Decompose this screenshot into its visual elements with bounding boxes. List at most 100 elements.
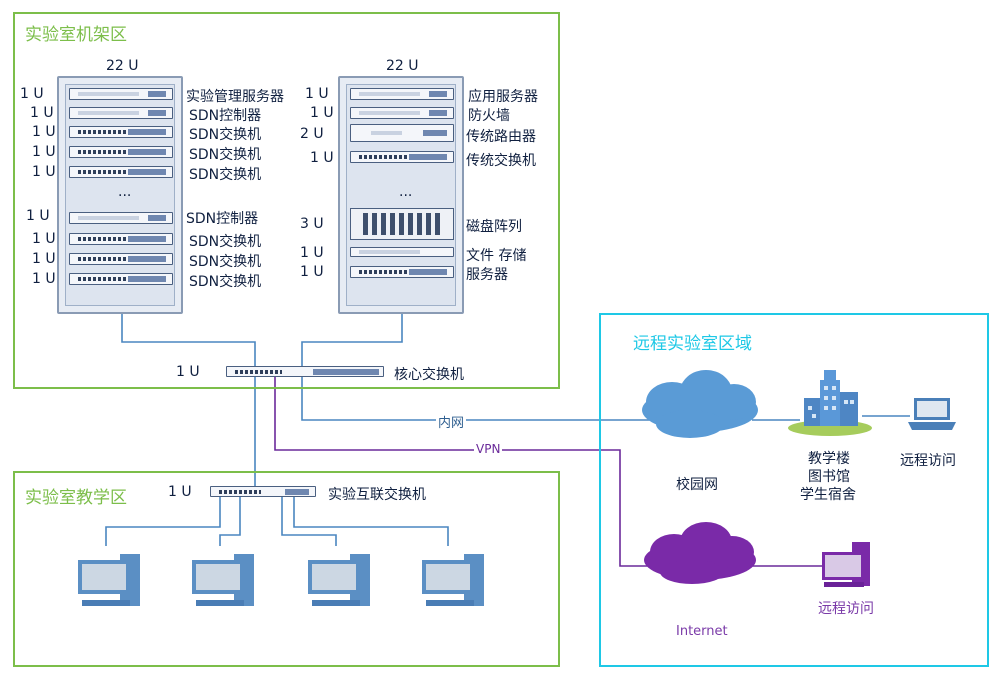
link-pc-2 <box>219 496 241 546</box>
rack-area-zone: 实验室机架区 <box>13 12 560 389</box>
link-left-rack-core <box>121 312 256 366</box>
link-vpn <box>274 376 660 567</box>
left-rack-capacity: 22 U <box>106 58 139 74</box>
pc-4-screen <box>426 564 470 590</box>
pc-2 <box>192 554 254 606</box>
left-label-5: SDN交换机 <box>189 167 262 183</box>
pc-1 <box>78 554 140 606</box>
right-device-4 <box>350 151 454 163</box>
pc-1-screen <box>82 564 126 590</box>
left-label-3: SDN交换机 <box>189 127 262 143</box>
pc-3-keyboard <box>312 600 360 606</box>
rack-area-title: 实验室机架区 <box>25 25 127 45</box>
pc-4-keyboard <box>426 600 474 606</box>
right-device-7 <box>350 266 454 278</box>
left-device-8 <box>69 253 173 265</box>
left-device-7 <box>69 233 173 245</box>
left-rack-ellipsis: ... <box>118 184 132 200</box>
right-u-2: 1 U <box>310 105 334 121</box>
left-u-6: 1 U <box>26 208 50 224</box>
campus-cloud-label: 校园网 <box>676 477 718 493</box>
right-u-4: 1 U <box>310 150 334 166</box>
right-label-5: 磁盘阵列 <box>466 219 522 235</box>
right-label-1: 应用服务器 <box>468 89 538 105</box>
right-device-1 <box>350 88 454 100</box>
left-u-7: 1 U <box>32 231 56 247</box>
core-switch-u: 1 U <box>176 364 200 380</box>
left-device-4 <box>69 146 173 158</box>
vpn-label: VPN <box>474 442 503 456</box>
right-rack-ellipsis: ... <box>399 184 413 200</box>
teaching-area-zone: 实验室教学区 <box>13 471 560 667</box>
left-label-7: SDN交换机 <box>189 234 262 250</box>
right-rack-capacity: 22 U <box>386 58 419 74</box>
link-intranet <box>301 376 660 421</box>
right-label-2: 防火墙 <box>468 108 510 124</box>
intranet-label: 内网 <box>436 412 467 431</box>
core-switch-label: 核心交换机 <box>394 367 464 383</box>
right-label-3: 传统路由器 <box>466 129 536 145</box>
laptop-icon <box>908 398 956 430</box>
pc-2-screen <box>196 564 240 590</box>
building-line-1: 教学楼 <box>808 451 850 467</box>
right-u-3: 2 U <box>300 126 324 142</box>
left-u-4: 1 U <box>32 144 56 160</box>
internet-cloud-label: Internet <box>676 624 728 639</box>
left-label-1: 实验管理服务器 <box>186 89 284 105</box>
left-device-1 <box>69 88 173 100</box>
right-device-disk-array <box>350 208 454 240</box>
left-u-8: 1 U <box>32 251 56 267</box>
left-u-9: 1 U <box>32 271 56 287</box>
right-u-6: 1 U <box>300 245 324 261</box>
left-label-9: SDN交换机 <box>189 274 262 290</box>
link-right-rack-core <box>301 312 403 366</box>
internet-cloud-icon <box>644 522 756 584</box>
left-u-5: 1 U <box>32 164 56 180</box>
right-u-5: 3 U <box>300 216 324 232</box>
right-u-7: 1 U <box>300 264 324 280</box>
building-line-2: 图书馆 <box>808 469 850 485</box>
right-device-3 <box>350 124 454 142</box>
pc-1-keyboard <box>82 600 130 606</box>
left-label-4: SDN交换机 <box>189 147 262 163</box>
left-device-9 <box>69 273 173 285</box>
right-label-7: 服务器 <box>466 267 508 283</box>
left-label-8: SDN交换机 <box>189 254 262 270</box>
campus-cloud-icon <box>642 370 758 438</box>
left-u-2: 1 U <box>30 105 54 121</box>
left-label-2: SDN控制器 <box>189 108 262 124</box>
remote-area-zone: 远程实验室区域 <box>599 313 989 667</box>
internet-remote-access: 远程访问 <box>818 601 874 617</box>
core-switch <box>226 366 384 377</box>
right-u-1: 1 U <box>305 86 329 102</box>
link-pc-3 <box>281 496 337 546</box>
left-u-3: 1 U <box>32 124 56 140</box>
right-label-4: 传统交换机 <box>466 153 536 169</box>
left-label-6: SDN控制器 <box>186 211 259 227</box>
lab-switch-u: 1 U <box>168 484 192 500</box>
campus-building-icon <box>788 370 872 436</box>
remote-area-title: 远程实验室区域 <box>633 334 752 354</box>
link-pc-4 <box>293 496 449 546</box>
left-u-1: 1 U <box>20 86 44 102</box>
pc-3-screen <box>312 564 356 590</box>
pc-4 <box>422 554 484 606</box>
link-pc-1 <box>105 496 221 546</box>
right-device-2 <box>350 107 454 119</box>
campus-remote-access: 远程访问 <box>900 453 956 469</box>
pc-2-keyboard <box>196 600 244 606</box>
remote-pc-icon <box>822 542 870 587</box>
teaching-area-title: 实验室教学区 <box>25 488 127 508</box>
left-device-6 <box>69 212 173 224</box>
left-device-2 <box>69 107 173 119</box>
left-device-5 <box>69 166 173 178</box>
left-device-3 <box>69 126 173 138</box>
right-device-6 <box>350 247 454 257</box>
lab-switch <box>210 486 316 497</box>
pc-3 <box>308 554 370 606</box>
right-label-6: 文件 存储 <box>466 248 527 264</box>
